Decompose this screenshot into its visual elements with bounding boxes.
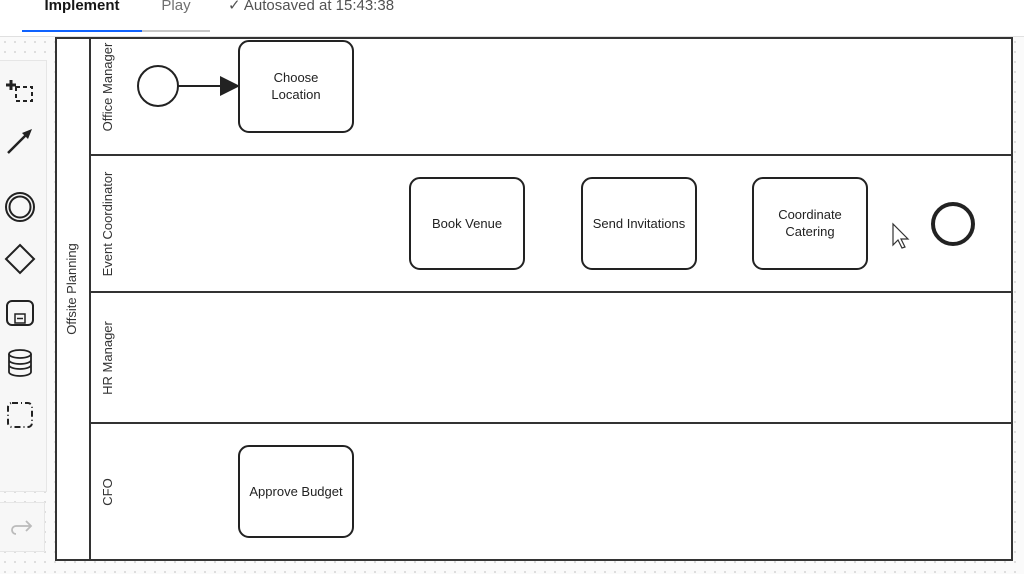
group-icon[interactable] xyxy=(2,397,38,433)
task-choose-location[interactable]: Choose Location xyxy=(238,40,354,133)
autosave-status: ✓ Autosaved at 15:43:38 xyxy=(228,0,394,16)
subprocess-icon[interactable] xyxy=(2,295,38,331)
event-icon[interactable] xyxy=(2,189,38,225)
lane-hr-manager[interactable]: HR Manager xyxy=(100,320,115,394)
svg-text:Send Invitations: Send Invitations xyxy=(593,216,686,231)
svg-text:Book Venue: Book Venue xyxy=(432,216,502,231)
task-book-venue[interactable]: Book Venue xyxy=(409,177,525,270)
pool[interactable]: Offsite Planning xyxy=(55,37,1013,561)
lane-event-coordinator[interactable]: Event Coordinator xyxy=(100,171,115,276)
task-send-invitations[interactable]: Send Invitations xyxy=(581,177,697,270)
mouse-cursor-icon xyxy=(892,222,910,249)
task-coordinate-catering[interactable]: Coordinate Catering xyxy=(752,177,868,270)
svg-text:Catering: Catering xyxy=(785,224,834,239)
svg-text:Approve Budget: Approve Budget xyxy=(249,484,343,499)
redo-button[interactable] xyxy=(0,502,45,552)
svg-text:Location: Location xyxy=(271,87,320,102)
gateway-icon[interactable] xyxy=(2,241,38,277)
tool-palette xyxy=(0,60,47,492)
svg-text:Choose: Choose xyxy=(274,70,319,85)
tab-implement[interactable]: Implement xyxy=(22,0,142,32)
lane-cfo[interactable]: CFO xyxy=(100,478,115,505)
lane-label: CFO xyxy=(100,478,115,505)
task-approve-budget[interactable]: Approve Budget xyxy=(238,445,354,538)
lane-label: Office Manager xyxy=(100,42,115,131)
global-connect-icon[interactable] xyxy=(2,123,38,159)
lane-label: HR Manager xyxy=(100,320,115,394)
top-bar: Implement Play ✓ Autosaved at 15:43:38 xyxy=(0,0,1024,37)
pool-label: Offsite Planning xyxy=(64,243,79,335)
redo-icon xyxy=(11,520,33,535)
lane-office-manager[interactable]: Office Manager xyxy=(100,42,115,131)
hand-tool-icon[interactable] xyxy=(2,71,38,107)
start-event[interactable] xyxy=(137,65,179,107)
data-store-icon[interactable] xyxy=(2,345,38,381)
checkmark-icon: ✓ xyxy=(228,0,241,14)
lane-label: Event Coordinator xyxy=(100,171,115,276)
tab-play[interactable]: Play xyxy=(142,0,210,32)
svg-text:Coordinate: Coordinate xyxy=(778,207,842,222)
end-event[interactable] xyxy=(931,202,975,246)
